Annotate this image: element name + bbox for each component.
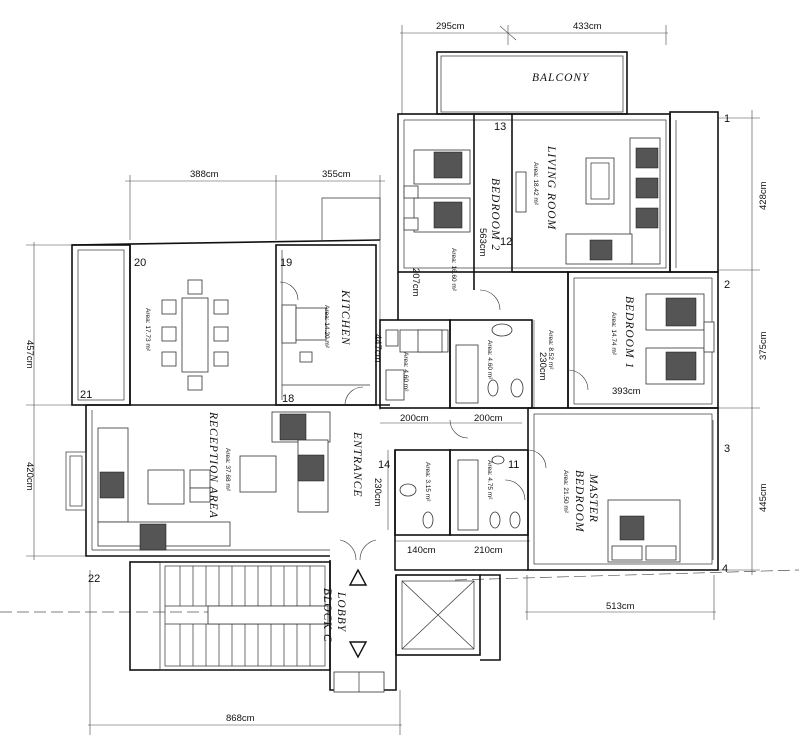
grid-marker-14: 14 <box>378 459 390 471</box>
room-dining-area: Area: 17.73 m² <box>144 308 151 352</box>
grid-marker-4: 4 <box>722 563 728 575</box>
room-bath1-area: Area: 4.60 m² <box>402 352 409 392</box>
bathroom-fixtures <box>344 289 589 531</box>
dim-200-left: 200cm <box>400 413 429 424</box>
grid-marker-13: 13 <box>494 121 506 133</box>
bedroom1-beds <box>645 293 715 385</box>
room-reception-name: RECEPTION AREA <box>207 411 219 519</box>
dim-230-lower: 230cm <box>372 478 383 507</box>
room-kitchen-name: KITCHEN <box>339 289 351 346</box>
room-master-name1: MASTER <box>587 473 599 523</box>
room-living-name: LIVING ROOM <box>545 145 557 231</box>
room-bedroom2-area: Area: 16.60 m² <box>450 248 457 292</box>
dim-210: 210cm <box>474 545 503 556</box>
living-sofa <box>515 137 661 265</box>
grid-marker-11: 11 <box>508 459 519 471</box>
dimension-labels: 295cm 433cm 388cm 355cm 428cm 457cm 447c… <box>24 21 769 724</box>
dim-140: 140cm <box>407 545 436 556</box>
dim-355: 355cm <box>322 169 351 180</box>
room-balcony: BALCONY <box>532 72 590 84</box>
grid-marker-20: 20 <box>134 257 146 269</box>
dim-230-upper: 230cm <box>537 352 548 381</box>
dim-868: 868cm <box>226 713 255 724</box>
grid-marker-12: 12 <box>500 236 512 248</box>
section-line <box>0 569 799 613</box>
room-living-area: Area: 18.42 m² <box>532 162 539 206</box>
dim-447: 447cm <box>372 334 383 363</box>
master-bed <box>607 499 681 563</box>
dimension-lines <box>26 25 760 735</box>
room-labels: BALCONY LIVING ROOM Area: 18.42 m² BEDRO… <box>144 72 635 643</box>
room-bedroom1-area: Area: 14.74 m² <box>610 312 617 356</box>
dim-513: 513cm <box>606 601 635 612</box>
bedroom2-beds <box>403 149 471 233</box>
room-entrance: ENTRANCE <box>351 431 363 498</box>
room-bath2-area: Area: 4.60 m² <box>486 340 493 380</box>
room-reception-area: Area: 37.68 m² <box>224 448 231 492</box>
reception-furniture <box>97 411 331 551</box>
up-arrow-icon <box>348 568 368 586</box>
dim-457: 457cm <box>24 340 35 369</box>
lobby-name1: LOBBY <box>335 591 347 633</box>
room-master-area: Area: 21.50 m² <box>562 470 569 514</box>
dim-207: 207cm <box>410 268 421 297</box>
grid-marker-18: 18 <box>282 393 294 405</box>
entrance-door[interactable] <box>333 539 385 693</box>
grid-marker-1: 1 <box>724 113 730 125</box>
grid-markers: 1 2 3 4 11 12 13 14 18 19 20 21 22 <box>80 113 730 585</box>
dim-445: 445cm <box>758 483 769 512</box>
dim-420: 420cm <box>24 462 35 491</box>
dim-388: 388cm <box>190 169 219 180</box>
room-master-name2: BEDROOM <box>573 470 585 533</box>
dim-563: 563cm <box>477 228 488 257</box>
walls <box>65 51 719 691</box>
grid-marker-21: 21 <box>80 389 92 401</box>
grid-marker-3: 3 <box>724 443 730 455</box>
dining-table <box>161 279 229 391</box>
grid-marker-2: 2 <box>724 279 730 291</box>
lobby-name2: BLOCK C <box>321 588 333 643</box>
room-kitchen-area: Area: 14.20 m² <box>323 305 330 349</box>
kitchen-counter <box>279 281 370 386</box>
room-store-area: Area: 8.52 m² <box>547 330 554 370</box>
grid-marker-19: 19 <box>280 257 292 269</box>
staircase <box>164 565 329 667</box>
grid-marker-22: 22 <box>88 573 100 585</box>
dim-393: 393cm <box>612 386 641 397</box>
room-bath4-area: Area: 4.75 m² <box>486 460 493 500</box>
dim-433: 433cm <box>573 21 602 32</box>
dim-200-right: 200cm <box>474 413 503 424</box>
dim-375: 375cm <box>758 331 769 360</box>
room-bedroom2-name: BEDROOM 2 <box>489 178 501 251</box>
down-arrow-icon <box>348 641 368 659</box>
room-bedroom1-name: BEDROOM 1 <box>623 296 635 369</box>
room-bath3-area: Area: 3.15 m² <box>424 462 431 502</box>
dim-295: 295cm <box>436 21 465 32</box>
dim-428: 428cm <box>758 181 769 210</box>
